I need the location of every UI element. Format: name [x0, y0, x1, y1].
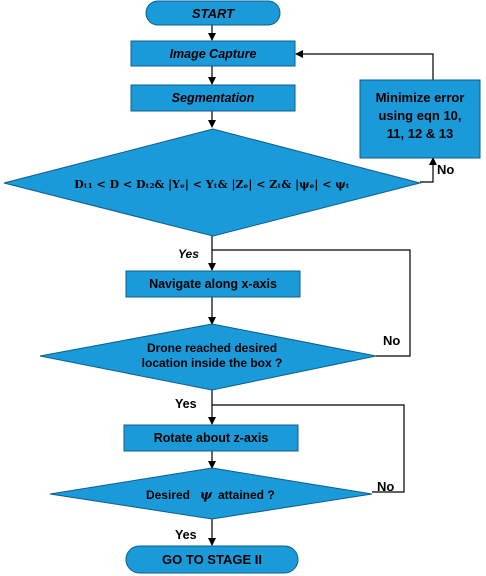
go-stage-ii-terminal: [125, 545, 299, 574]
condition-diamond: [3, 128, 422, 237]
minimize-label-line1: Minimize error: [376, 90, 465, 105]
edge-label-yes-1: Yes: [178, 247, 199, 261]
navigate-label: Navigate along x-axis: [149, 277, 277, 291]
drone-question-line1: Drone reached desired: [147, 341, 277, 355]
connectors: [208, 25, 437, 546]
go-stage-ii-label: GO TO STAGE II: [162, 552, 262, 567]
image-capture-box: [130, 40, 296, 67]
navigate-box: [125, 270, 301, 298]
psi-symbol: ψ: [200, 488, 213, 503]
edge-condition-no: [420, 157, 437, 183]
edge-loop-no-psi: [212, 404, 405, 493]
edge-label-yes-3: Yes: [175, 528, 197, 542]
minimize-label-line3: 11, 12 & 13: [387, 126, 454, 141]
minimize-error-box: [359, 79, 481, 159]
rotate-box: [123, 424, 299, 452]
segmentation-label: Segmentation: [172, 91, 255, 105]
minimize-label-line2: using eqn 10,: [378, 108, 461, 123]
rotate-label: Rotate about z-axis: [154, 431, 269, 445]
segmentation-box: [130, 84, 296, 112]
edge-label-yes-2: Yes: [175, 397, 197, 411]
condition-label: Dₜ₁ < D < Dₜ₂& |Yₑ| < Yₜ& |Zₑ| < Zₜ& |ψₑ…: [74, 178, 349, 191]
psi-question-pre: Desired: [146, 488, 190, 502]
edge-label-no-3: No: [377, 479, 394, 494]
psi-question-post: attained ?: [218, 488, 275, 502]
psi-attained-diamond: [49, 467, 373, 520]
edge-label-no-1: No: [437, 162, 454, 177]
edge-label-no-2: No: [383, 333, 400, 348]
edge-minimize-capture: [295, 50, 434, 80]
drone-location-diamond: [39, 323, 377, 391]
image-capture-label: Image Capture: [170, 47, 257, 61]
start-label: START: [192, 6, 235, 21]
drone-question-line2: location inside the box ?: [142, 356, 283, 370]
edge-loop-no-drone: [212, 249, 411, 357]
start-terminal: [145, 0, 281, 26]
